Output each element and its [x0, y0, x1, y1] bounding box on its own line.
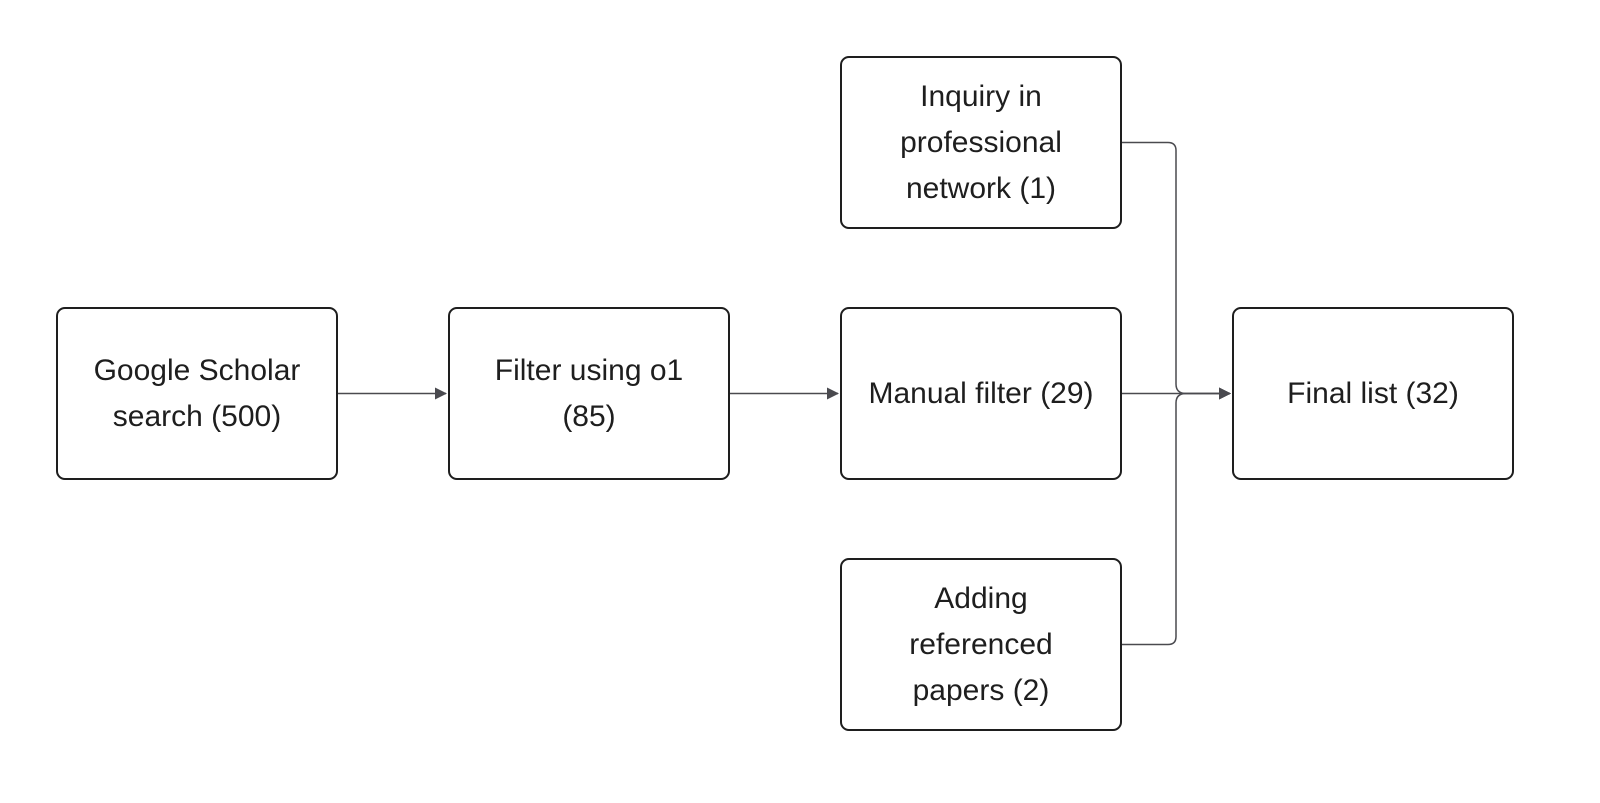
node-label: Filter using o1 (85) — [494, 353, 684, 433]
node-label: Inquiry in professional network (1) — [900, 79, 1062, 205]
node-inquiry-professional-network: Inquiry in professional network (1) — [840, 56, 1122, 229]
node-adding-referenced-papers: Adding referenced papers (2) — [840, 558, 1122, 731]
node-final-list: Final list (32) — [1232, 307, 1514, 480]
node-label: Final list (32) — [1287, 376, 1459, 410]
node-filter-using-o1: Filter using o1 (85) — [448, 307, 730, 480]
node-google-scholar-search: Google Scholar search (500) — [56, 307, 338, 480]
node-manual-filter: Manual filter (29) — [840, 307, 1122, 480]
node-label: Manual filter (29) — [868, 376, 1094, 410]
connector-inquiry-to-final — [1122, 141, 1231, 400]
connector-referenced-to-final — [1122, 387, 1231, 646]
node-label: Adding referenced papers (2) — [909, 581, 1053, 707]
node-label: Google Scholar search (500) — [93, 353, 301, 433]
